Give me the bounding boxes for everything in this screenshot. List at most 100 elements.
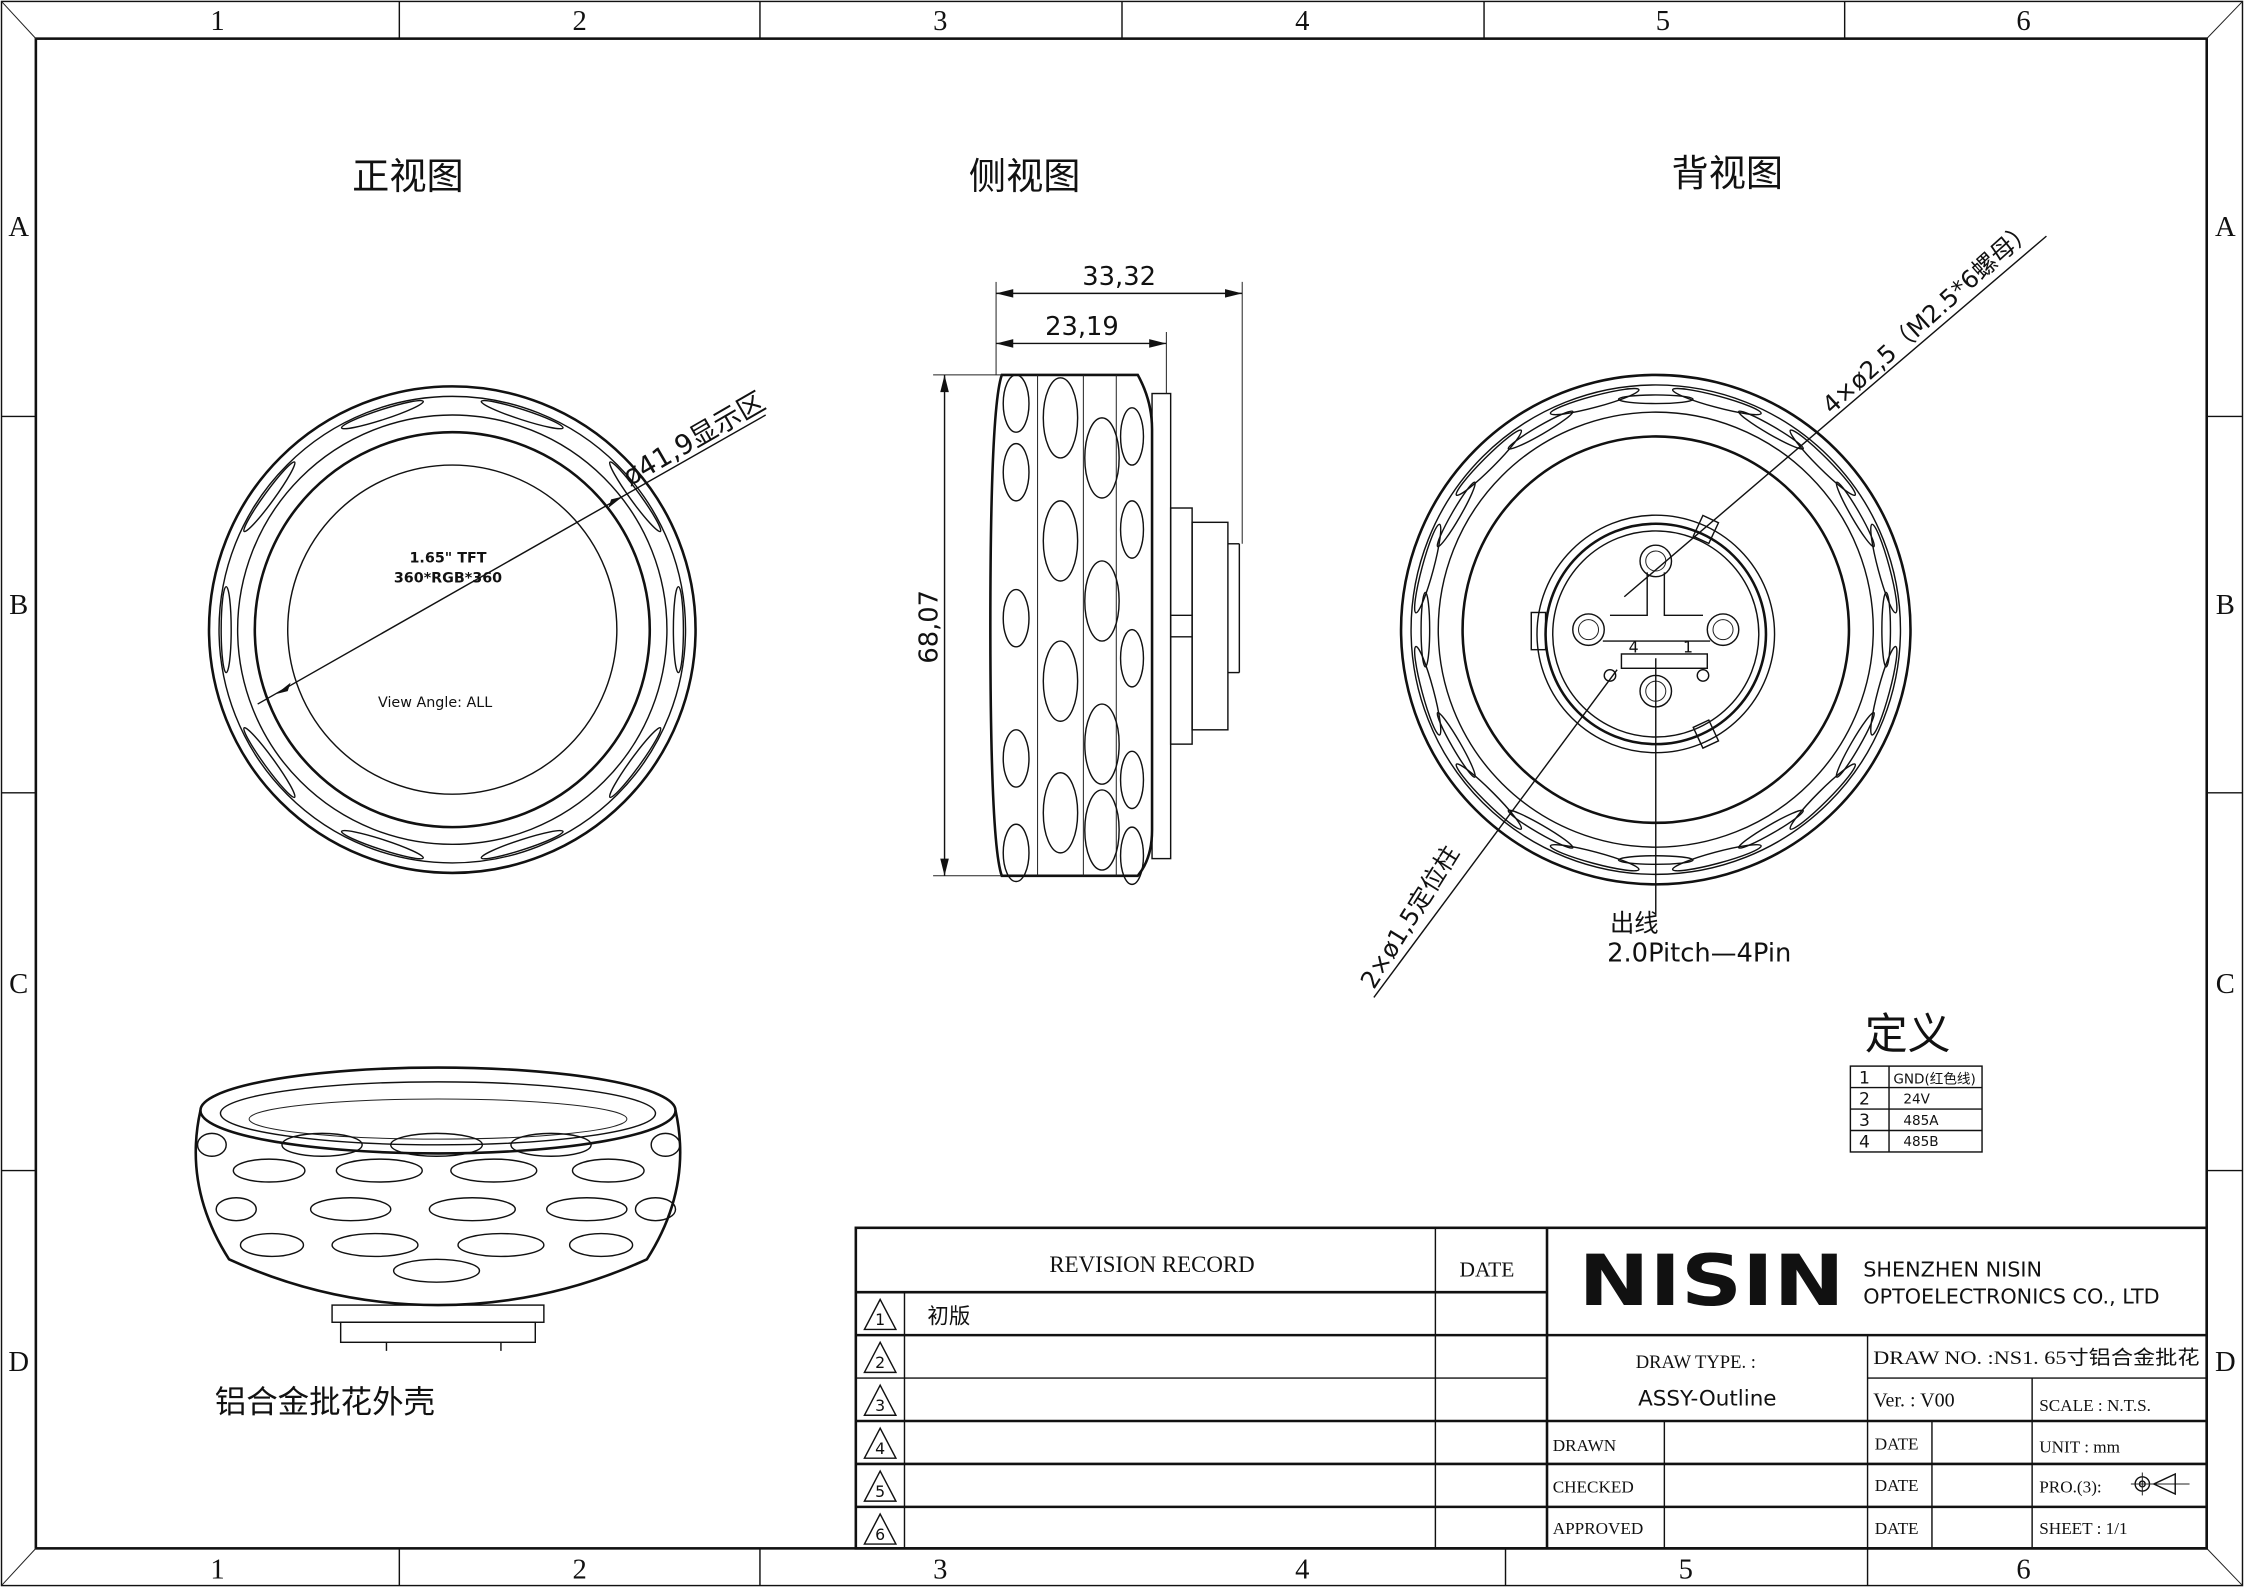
- back-view: 4 1 4×ø2,5（M2.5*6螺母） 2×ø1,5定位柱 出线 2.0Pit…: [1354, 215, 2047, 998]
- housing-slot: [1671, 387, 1762, 416]
- housing-slot: [1119, 750, 1145, 810]
- housing-slot: [510, 1132, 592, 1157]
- pin-signal: 24V: [1903, 1091, 1930, 1107]
- draw-type-label: DRAW TYPE. :: [1636, 1352, 1756, 1373]
- housing-slot: [568, 1232, 634, 1258]
- housing-slot: [1042, 640, 1079, 722]
- housing-slot: [450, 1158, 538, 1183]
- housing-slot: [457, 1232, 545, 1258]
- revision-description: 初版: [927, 1305, 970, 1330]
- housing-slot: [650, 1132, 681, 1157]
- housing-slot: [1671, 843, 1762, 872]
- housing-slot: [1042, 772, 1079, 854]
- housing-caption: 铝合金批花外壳: [215, 1384, 435, 1420]
- housing-slot: [608, 461, 662, 533]
- revision-number: 4: [875, 1439, 885, 1458]
- body-depth-dimension: 23,19: [1045, 312, 1119, 342]
- housing-slot: [1413, 523, 1442, 614]
- housing-slot: [1119, 628, 1145, 688]
- total-depth-dimension: 33,32: [1082, 262, 1156, 292]
- housing-slot: [1507, 809, 1574, 849]
- side-view-title: 侧视图: [969, 154, 1081, 198]
- company-name-line1: SHENZHEN NISIN: [1863, 1257, 2042, 1281]
- view-angle-label: View Angle: ALL: [378, 695, 492, 711]
- display-size-label: 1.65" TFT: [409, 550, 486, 566]
- locating-pin: [1603, 669, 1617, 682]
- locating-pin: [1696, 669, 1710, 682]
- housing-slot: [1870, 523, 1898, 614]
- housing-slot: [428, 1197, 516, 1222]
- housing-slot: [215, 1197, 257, 1222]
- housing-slot: [196, 1132, 227, 1157]
- housing-slot: [480, 829, 564, 860]
- grid-col-2-bottom: 2: [572, 1553, 586, 1585]
- housing-slot: [546, 1197, 628, 1222]
- pin-signal: 485B: [1903, 1134, 1938, 1150]
- grid-col-3: 3: [933, 5, 947, 37]
- pin-4-label: 4: [1629, 638, 1639, 657]
- grid-row-d-right: D: [2215, 1346, 2236, 1378]
- revision-triangle-icon: [863, 1469, 898, 1502]
- grid-row-c: C: [9, 968, 28, 1000]
- checked-date-label: DATE: [1875, 1476, 1919, 1495]
- display-diameter-leader: [257, 414, 767, 705]
- housing-slot: [1835, 481, 1875, 548]
- housing-slot: [243, 726, 296, 799]
- cable-label: 出线: [1610, 909, 1659, 938]
- grid-row-c-right: C: [2216, 968, 2235, 1000]
- draw-type-value: ASSY-Outline: [1638, 1386, 1776, 1411]
- housing-slot: [1042, 500, 1079, 582]
- approved-label: APPROVED: [1553, 1519, 1644, 1538]
- cable-spec: 2.0Pitch—4Pin: [1607, 939, 1791, 969]
- revision-triangle-icon: [863, 1297, 898, 1331]
- housing-slot: [1881, 591, 1892, 668]
- housing-slot: [634, 1197, 677, 1222]
- grid-col-6-bottom: 6: [2016, 1553, 2030, 1585]
- housing-slot: [1507, 410, 1574, 450]
- housing-slot: [340, 399, 424, 430]
- housing-slot: [243, 461, 296, 533]
- housing-slot: [480, 399, 564, 430]
- company-logo: NISIN: [1578, 1240, 1844, 1322]
- mount-hole: [1572, 613, 1605, 647]
- revision-triangle-icon: [863, 1426, 898, 1459]
- grid-col-2: 2: [572, 5, 586, 37]
- pin-number: 2: [1859, 1090, 1870, 1110]
- housing-slot: [1737, 410, 1804, 450]
- pin-definition-title: 定义: [1865, 1010, 1951, 1060]
- grid-row-a: A: [8, 211, 29, 243]
- housing-slot: [1084, 789, 1120, 871]
- grid-col-4-bottom: 4: [1295, 1553, 1309, 1585]
- display-diameter-dimension: ø41,9显示区: [618, 386, 771, 492]
- drawing-number: DRAW NO. :NS1. 65寸铝合金批花: [1873, 1347, 2199, 1369]
- revision-triangle-icon: [863, 1383, 898, 1416]
- revision-number: 5: [875, 1482, 885, 1501]
- pin-number: 1: [1859, 1068, 1870, 1088]
- display-resolution-label: 360*RGB*360: [394, 570, 502, 586]
- housing-slot: [1002, 374, 1030, 433]
- revision-number: 6: [875, 1525, 885, 1544]
- housing-slot: [1835, 711, 1875, 778]
- grid-col-5-bottom: 5: [1679, 1553, 1693, 1585]
- front-view-title: 正视图: [352, 154, 464, 198]
- company-name-line2: OPTOELECTRONICS CO., LTD: [1863, 1285, 2159, 1309]
- housing-slot: [1002, 588, 1030, 648]
- grid-col-4: 4: [1295, 5, 1309, 37]
- checked-label: CHECKED: [1553, 1478, 1634, 1497]
- third-angle-projection-icon: [2130, 1472, 2190, 1496]
- pin-number: 4: [1859, 1133, 1870, 1153]
- housing-slot: [1455, 429, 1523, 497]
- scale: SCALE : N.T.S.: [2039, 1396, 2151, 1415]
- housing-slot: [1084, 560, 1120, 642]
- grid-row-a-right: A: [2215, 211, 2236, 243]
- height-dimension: 68,07: [914, 590, 944, 664]
- housing-slot: [281, 1132, 363, 1157]
- revision-number: 2: [875, 1353, 885, 1372]
- housing-slot: [1042, 377, 1079, 459]
- housing-slot: [390, 1132, 484, 1157]
- sheet-number: SHEET : 1/1: [2039, 1519, 2127, 1538]
- grid-col-1: 1: [210, 5, 224, 37]
- housing-slot: [571, 1158, 645, 1183]
- revision-number: 3: [875, 1396, 885, 1415]
